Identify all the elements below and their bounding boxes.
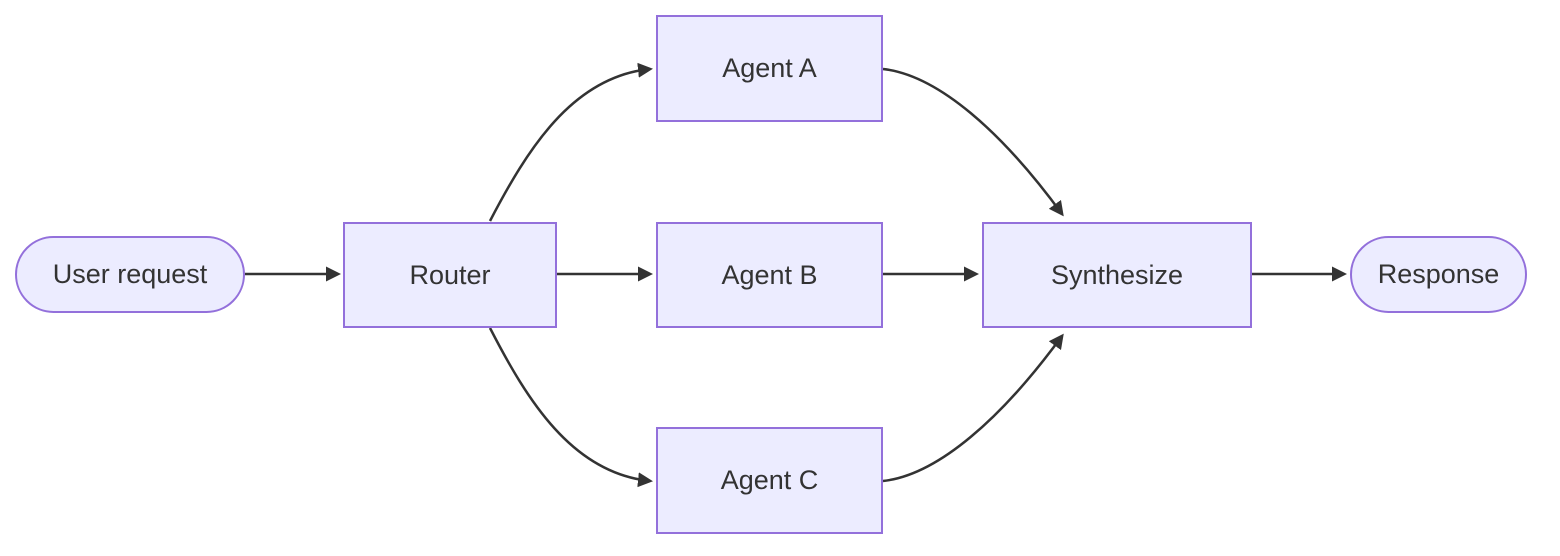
node-agent-c-label: Agent C [720, 465, 819, 495]
node-synthesize-label: Synthesize [1050, 259, 1184, 290]
node-agent-b-label: Agent B [721, 259, 818, 290]
node-router: Router [343, 222, 557, 328]
node-agent-b: Agent B [656, 222, 883, 328]
node-response-label: Response [1377, 259, 1500, 289]
edge-agent-a-to-synthesize [882, 67, 1064, 217]
edge-router-to-agent-a [488, 62, 653, 222]
node-user-request-label: User request [52, 259, 208, 289]
edge-agent-c-to-synthesize [882, 333, 1064, 483]
node-agent-a: Agent A [656, 15, 883, 122]
node-response: Response [1350, 236, 1527, 313]
node-user-request: User request [15, 236, 245, 313]
node-synthesize: Synthesize [982, 222, 1252, 328]
node-agent-a-label: Agent A [722, 53, 817, 83]
edge-router-to-agent-c [488, 327, 653, 488]
node-router-label: Router [409, 259, 491, 290]
node-agent-c: Agent C [656, 427, 883, 534]
